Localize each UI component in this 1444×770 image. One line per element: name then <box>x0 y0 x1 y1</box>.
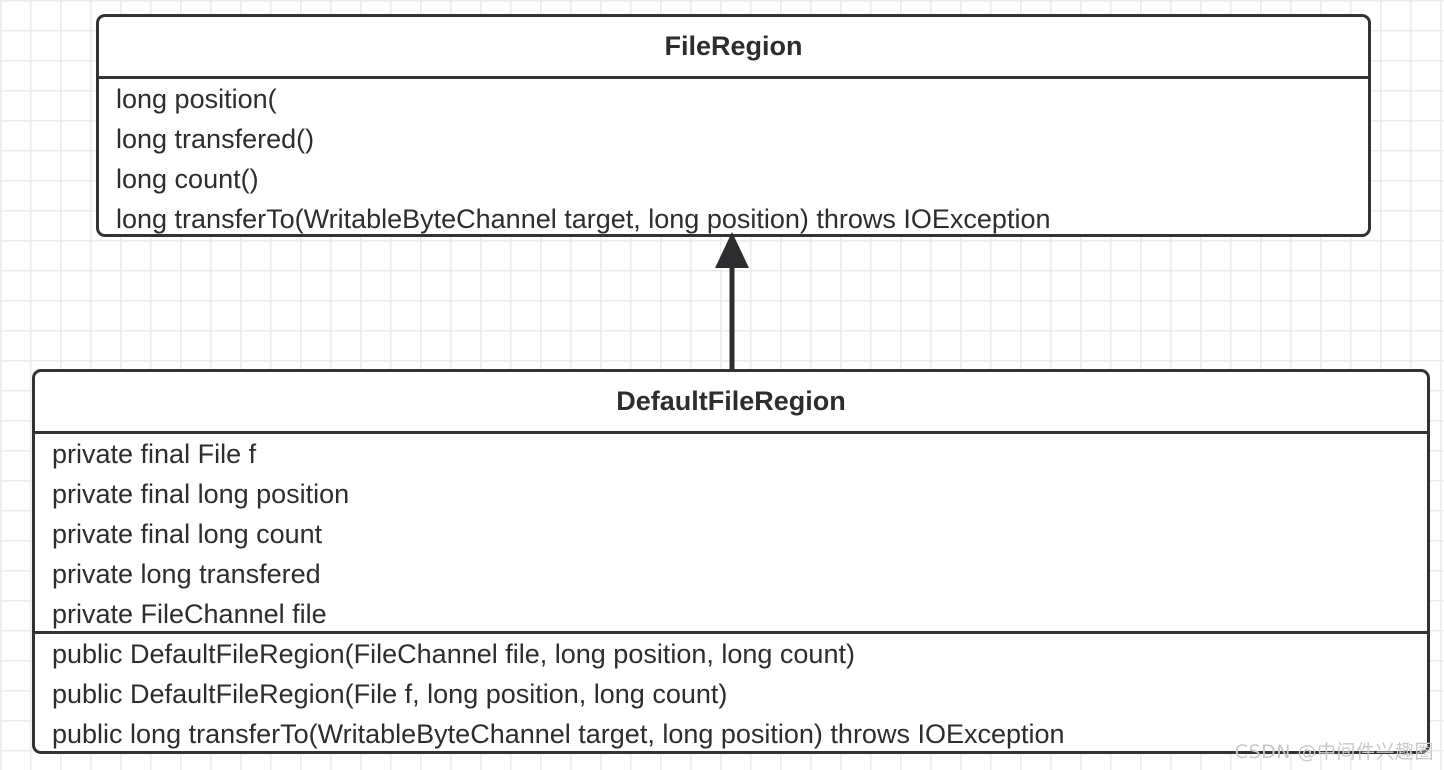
method-row: long transferTo(WritableByteChannel targ… <box>116 204 1051 234</box>
class-title-fileregion: FileRegion <box>664 31 803 61</box>
field-row: private final long count <box>52 519 323 549</box>
method-row: long position( <box>116 84 277 114</box>
method-row: public DefaultFileRegion(FileChannel fil… <box>52 639 855 669</box>
watermark: CSDN @中间件兴趣圈 <box>1234 741 1434 763</box>
method-row: public DefaultFileRegion(File f, long po… <box>52 679 728 709</box>
method-row: long count() <box>116 164 259 194</box>
method-row: long transfered() <box>116 124 315 154</box>
methods-compartment-defaultfileregion: public DefaultFileRegion(FileChannel fil… <box>35 631 1427 751</box>
method-row: public long transferTo(WritableByteChann… <box>52 719 1065 749</box>
uml-class-defaultfileregion[interactable]: DefaultFileRegion private final File f p… <box>32 369 1430 754</box>
field-row: private long transfered <box>52 559 321 589</box>
class-title-defaultfileregion: DefaultFileRegion <box>616 386 846 416</box>
field-row: private final File f <box>52 439 257 469</box>
generalization-arrow <box>715 232 749 375</box>
field-row: private FileChannel file <box>52 599 327 629</box>
uml-class-fileregion[interactable]: FileRegion long position( long transfere… <box>96 14 1371 237</box>
methods-compartment-fileregion: long position( long transfered() long co… <box>99 76 1368 234</box>
fields-compartment-defaultfileregion: private final File f private final long … <box>35 431 1427 631</box>
generalization-arrowhead-icon <box>715 232 749 268</box>
field-row: private final long position <box>52 479 350 509</box>
